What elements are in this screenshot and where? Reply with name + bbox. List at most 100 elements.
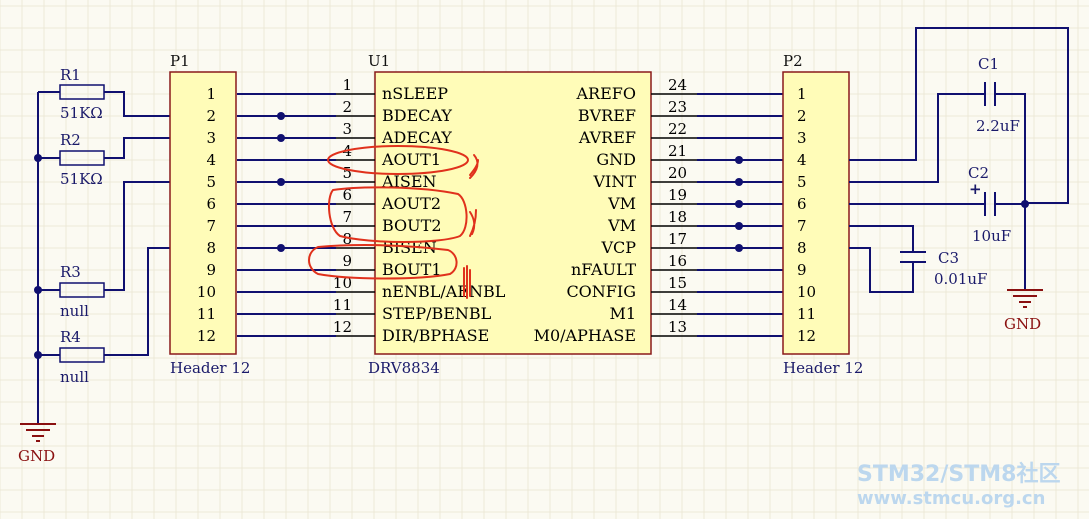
- p1-pin-4: 4: [206, 151, 216, 169]
- u1-pin-name: CONFIG: [566, 282, 636, 301]
- p2-designator: P2: [783, 52, 803, 70]
- u1-pin-number: 1: [342, 76, 352, 94]
- p2-pin-7: 7: [797, 217, 807, 235]
- p1-u1-wires: [237, 93, 336, 337]
- capacitor-c3[interactable]: C3 0.01uF: [900, 249, 987, 288]
- u1-pin-name: VCP: [600, 238, 636, 257]
- u1-pin-number: 16: [668, 252, 687, 270]
- ground-symbol-right: GND: [1004, 289, 1043, 333]
- p2-pin-3: 3: [797, 129, 807, 147]
- ground-symbol-left: GND: [18, 423, 56, 465]
- capacitor-c2[interactable]: C2 + 10uF: [968, 164, 1011, 245]
- p1-pin-12: 12: [197, 327, 216, 345]
- p1-designator: P1: [170, 52, 190, 70]
- p2-pin-12: 12: [797, 327, 816, 345]
- c2-polarity-mark: +: [969, 180, 982, 198]
- u1-pin-number: 20: [668, 164, 687, 182]
- c3-value: 0.01uF: [934, 270, 987, 288]
- resistor-r4[interactable]: R4 null: [59, 328, 105, 386]
- resistor-r1[interactable]: R1 51KΩ: [59, 66, 105, 122]
- u1-pin-name: AVREF: [578, 128, 636, 147]
- u1-pin-number: 24: [668, 76, 687, 94]
- u1-pin-name: AREFO: [576, 84, 637, 103]
- c3-designator: C3: [938, 249, 959, 267]
- u1-pin-number: 12: [333, 318, 352, 336]
- p2-pin-1: 1: [797, 85, 807, 103]
- p2-pin-8: 8: [797, 239, 807, 257]
- u1-pin-name: M1: [609, 304, 636, 323]
- u1-pin-name: DIR/BPHASE: [382, 326, 489, 345]
- u1-pin-name: AOUT2: [381, 194, 441, 213]
- gnd-right-label: GND: [1004, 315, 1041, 333]
- u1-pin-name: GND: [596, 150, 636, 169]
- watermark-line2: www.stmcu.org.cn: [857, 488, 1045, 509]
- u1-pin-name: nFAULT: [571, 260, 636, 279]
- u1-pin-name: BOUT1: [382, 260, 442, 279]
- u1-pin-name: BVREF: [578, 106, 636, 125]
- r3-designator: R3: [60, 263, 81, 281]
- u1-pin-name: STEP/BENBL: [382, 304, 492, 323]
- u1-pin-name: VINT: [592, 172, 636, 191]
- r1-designator: R1: [60, 66, 81, 84]
- p1-pin-6: 6: [206, 195, 216, 213]
- u1-pin-name: AISEN: [381, 172, 437, 191]
- u1-pin-name: M0/APHASE: [534, 326, 636, 345]
- u1-pin-number: 2: [342, 98, 352, 116]
- p2-pin-5: 5: [797, 173, 807, 191]
- p1-pin-1: 1: [206, 85, 216, 103]
- u1-pin-name: ADECAY: [381, 128, 452, 147]
- c2-value: 10uF: [972, 227, 1011, 245]
- p1-pin-7: 7: [206, 217, 216, 235]
- r4-value: null: [60, 368, 89, 386]
- resistor-network-wires: [34, 91, 170, 424]
- u1-pin-number: 17: [668, 230, 687, 248]
- u1-pin-number: 22: [668, 120, 687, 138]
- capacitor-network-wires: [849, 27, 1069, 293]
- u1-pin-name: VM: [607, 216, 636, 235]
- p2-pin-6: 6: [797, 195, 807, 213]
- u1-pin-number: 23: [668, 98, 687, 116]
- p2-pin-2: 2: [797, 107, 807, 125]
- u1-pin-number: 13: [668, 318, 687, 336]
- u1-pin-number: 9: [342, 252, 352, 270]
- r3-value: null: [60, 302, 89, 320]
- u1-pin-name: AOUT1: [381, 150, 441, 169]
- r1-value: 51KΩ: [60, 104, 103, 122]
- resistor-r2[interactable]: R2 51KΩ: [59, 131, 105, 188]
- u1-pin-number: 3: [342, 120, 352, 138]
- u1-pin-name: nENBL/AENBL: [382, 282, 506, 301]
- resistor-r3[interactable]: R3 null: [59, 263, 105, 320]
- u1-p2-wires: [697, 93, 795, 337]
- u1-pin-number: 15: [668, 274, 687, 292]
- p1-pin-10: 10: [197, 283, 216, 301]
- p1-pin-8: 8: [206, 239, 216, 257]
- p1-pin-11: 11: [197, 305, 216, 323]
- u1-pin-name: nSLEEP: [382, 84, 448, 103]
- p1-pin-2: 2: [206, 107, 216, 125]
- r2-value: 51KΩ: [60, 170, 103, 188]
- watermark: STM32/STM8社区 www.stmcu.org.cn: [857, 461, 1060, 509]
- c1-value: 2.2uF: [976, 117, 1020, 135]
- capacitor-c1[interactable]: C1 2.2uF: [976, 55, 1020, 135]
- u1-pin-number: 6: [342, 186, 352, 204]
- u1-pin-number: 8: [342, 230, 352, 248]
- u1-designator: U1: [368, 52, 390, 70]
- u1-right-pins: 24AREFO23BVREF22AVREF21GND20VINT19VM18VM…: [534, 76, 697, 345]
- red-annotations: [308, 145, 479, 299]
- p1-pin-3: 3: [206, 129, 216, 147]
- p2-pin-4: 4: [797, 151, 807, 169]
- p2-pin-10: 10: [797, 283, 816, 301]
- u1-pin-name: BDECAY: [382, 106, 452, 125]
- u1-pin-name: BOUT2: [382, 216, 442, 235]
- p1-pin-9: 9: [206, 261, 216, 279]
- u1-pin-number: 21: [668, 142, 687, 160]
- u1-pin-number: 18: [668, 208, 687, 226]
- u1-pin-number: 10: [333, 274, 352, 292]
- c1-designator: C1: [978, 55, 999, 73]
